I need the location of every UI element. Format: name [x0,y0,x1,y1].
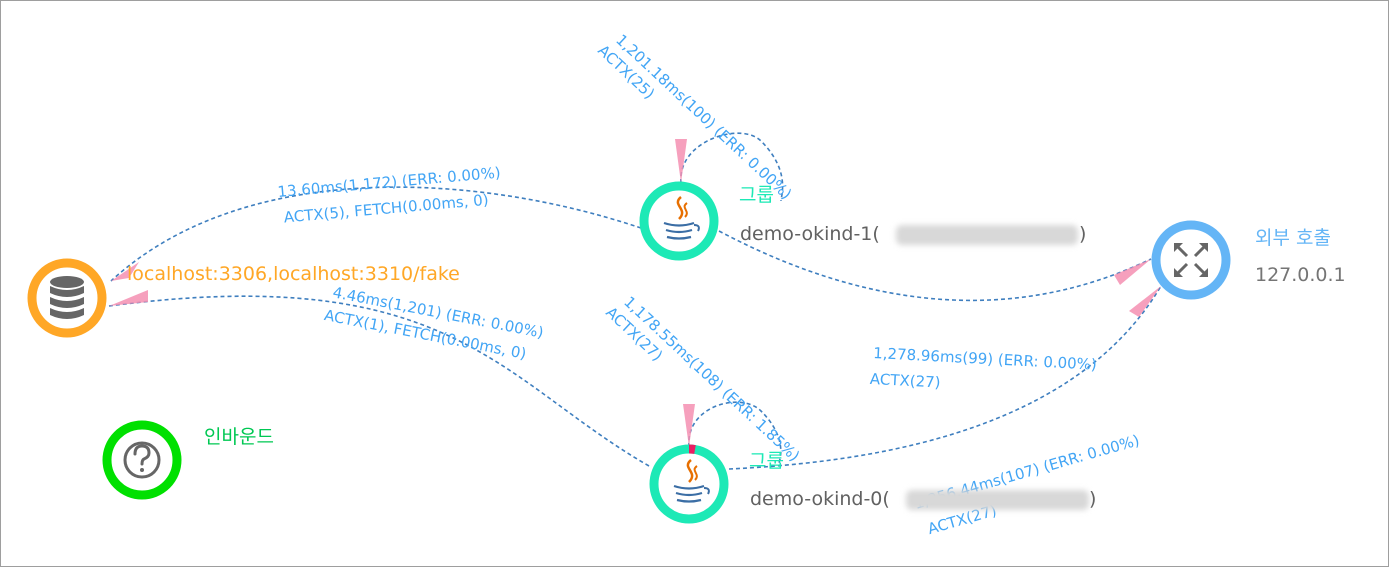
external-call-label: 외부 호출 [1255,227,1331,249]
edge-arrow [675,139,687,183]
edge-arrow [111,262,139,281]
edge-label-java0-ext: 1,256.44ms(107) (ERR: 0.00%) ACTX(27) [912,431,1141,538]
edge-metric-text: 1,201.18ms(100) (ERR: 0.00%) [612,31,795,203]
edge-java1-to-database[interactable] [110,186,642,282]
redacted-name [896,225,1078,245]
node-name-prefix: demo-okind-0( [750,488,890,510]
edge-metric-text: 1,178.55ms(108) (ERR: 1.85%) [620,293,803,465]
database-label: localhost:3306,localhost:3310/fake [127,263,460,285]
edge-java0-self-loop[interactable] [683,401,782,464]
group-label: 그룹 [739,184,774,206]
redacted-name [906,490,1089,510]
edge-arrow [683,404,695,447]
database-node[interactable]: localhost:3306,localhost:3310/fake [27,258,460,338]
node-name-prefix: demo-okind-1( [740,223,880,245]
group-label: 그룹 [749,450,784,472]
edge-arrow [109,290,148,306]
edge-java0-to-external[interactable] [728,285,1162,470]
question-icon [123,441,161,479]
inbound-node[interactable]: 인바운드 [102,420,274,500]
edge-java1-to-external[interactable] [718,230,1152,302]
edge-actx-text: ACTX(27) [869,370,941,392]
edge-java1-self-loop[interactable] [675,132,784,202]
edge-label-java1-db: 13.60ms(1,172) (ERR: 0.00%) ACTX(5), FET… [277,164,502,227]
edge-label-java0-db: 4.46ms(1,201) (ERR: 0.00%) ACTX(1), FETC… [323,283,545,363]
database-icon [50,276,84,319]
java-icon [673,459,710,503]
error-indicator [688,444,696,454]
external-call-address: 127.0.0.1 [1255,264,1346,286]
node-name-suffix: ) [1089,488,1096,510]
edge-java0-to-database[interactable] [108,290,650,467]
node-name-suffix: ) [1079,223,1086,245]
java-icon [663,196,700,240]
external-call-node[interactable]: 외부 호출 127.0.0.1 [1151,220,1346,300]
expand-arrows-icon [1175,244,1207,276]
edge-metric-text: 1,278.96ms(99) (ERR: 0.00%) [873,344,1097,374]
edge-label-java1-ext: 1,278.96ms(99) (ERR: 0.00%) ACTX(27) [869,344,1097,392]
edge-arrow [1129,286,1161,317]
java-node-okind-1[interactable]: 그룹 demo-okind-1( ) [639,181,1086,261]
edge-arrow [1114,259,1151,285]
inbound-label: 인바운드 [204,426,274,448]
java-node-okind-0[interactable]: 그룹 demo-okind-0( ) [649,444,1096,524]
